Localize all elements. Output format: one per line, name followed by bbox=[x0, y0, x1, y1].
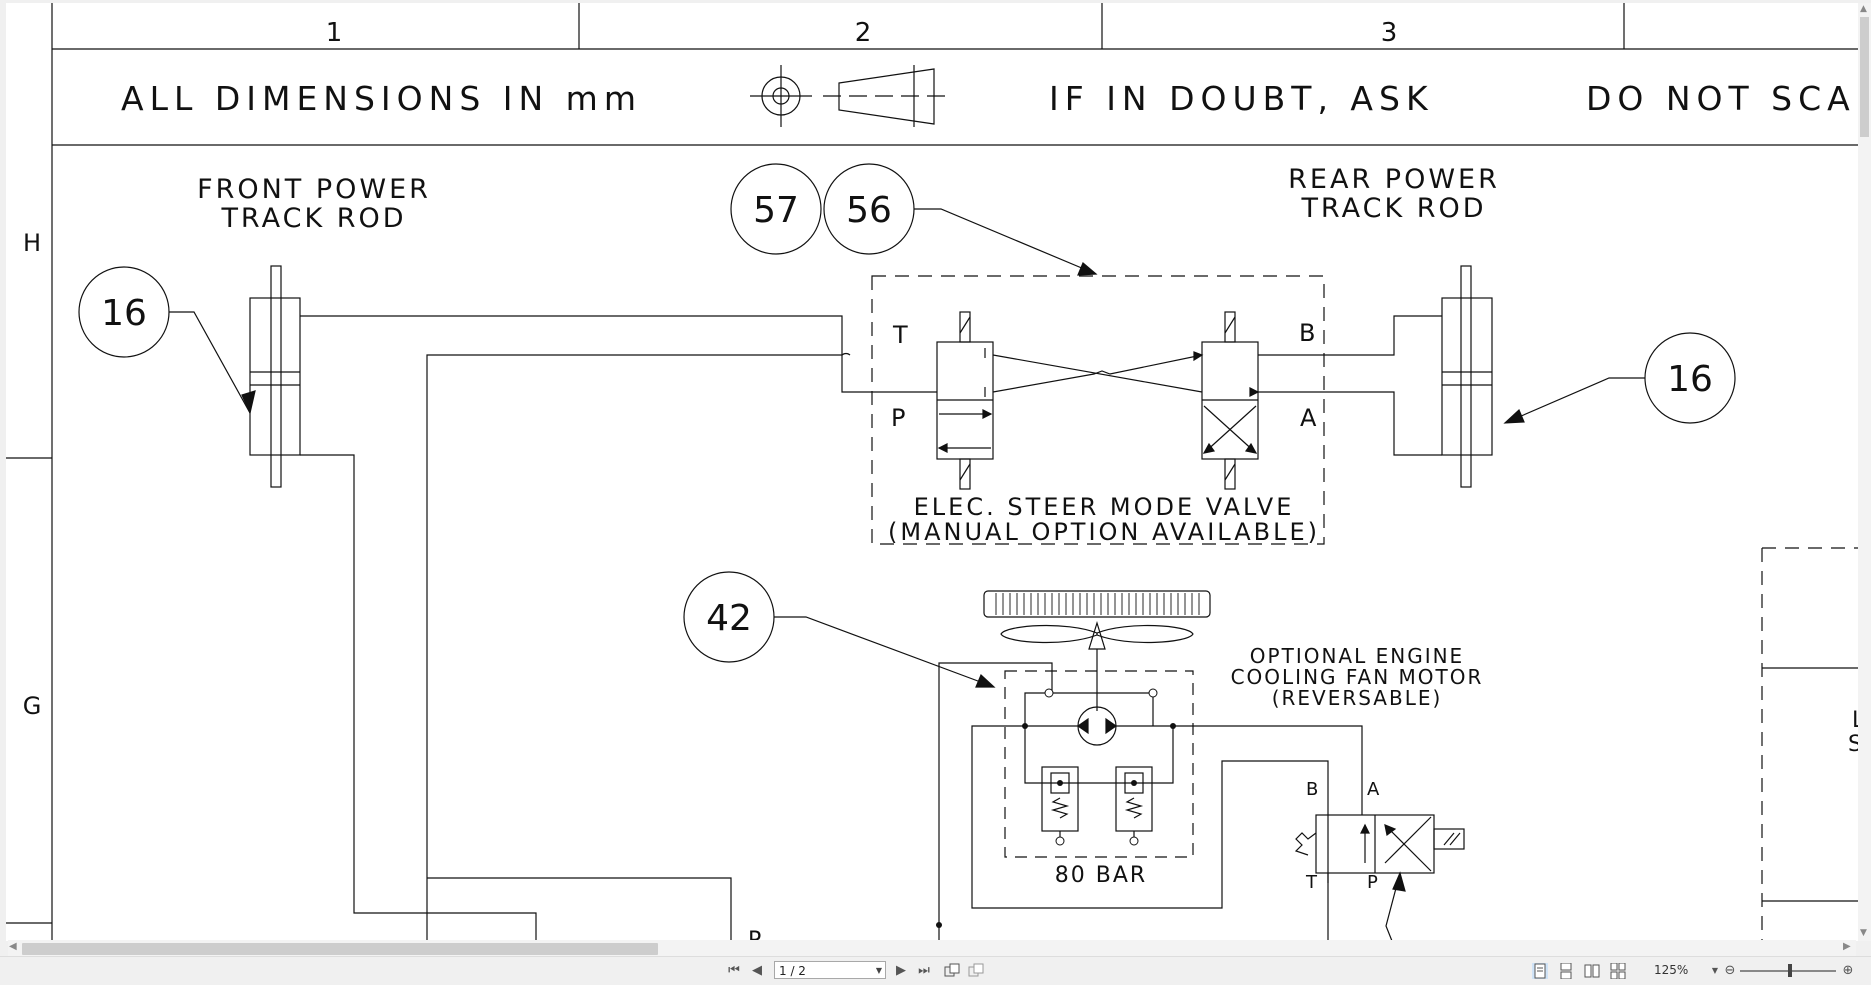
scroll-left-icon[interactable]: ◀ bbox=[9, 941, 17, 952]
prev-view-icon[interactable] bbox=[944, 963, 960, 979]
scroll-right-icon[interactable]: ▶ bbox=[1843, 941, 1851, 952]
bottom-toolbar: ⏮ ◀ 1 / 2 ▼ ▶ ⏭ bbox=[0, 956, 1871, 985]
balloon-56: 56 bbox=[846, 190, 892, 231]
page-number-input[interactable]: 1 / 2 ▼ bbox=[774, 961, 886, 979]
page-number-value: 1 / 2 bbox=[779, 964, 806, 978]
valve-label-2: (MANUAL OPTION AVAILABLE) bbox=[888, 518, 1320, 546]
zoom-slider-thumb[interactable] bbox=[1788, 964, 1792, 977]
zoom-out-icon[interactable]: ⊖ bbox=[1724, 963, 1736, 978]
zoom-in-icon[interactable]: ⊕ bbox=[1842, 963, 1854, 978]
port-a-label: A bbox=[1300, 404, 1317, 432]
row-g-label: G bbox=[23, 692, 42, 720]
rear-track-rod-label-2: TRACK ROD bbox=[1300, 193, 1486, 224]
continuous-icon[interactable] bbox=[1558, 963, 1574, 979]
vertical-scrollbar[interactable]: ▲ ▼ bbox=[1858, 3, 1871, 941]
single-page-icon[interactable] bbox=[1532, 963, 1548, 979]
partial-letter-s: S bbox=[1848, 732, 1858, 757]
zoom-dropdown-icon[interactable]: ▼ bbox=[1711, 966, 1719, 975]
next-page-icon[interactable]: ▶ bbox=[896, 963, 906, 978]
continuous-facing-icon[interactable] bbox=[1610, 963, 1626, 979]
dirvalve-b-label: B bbox=[1306, 779, 1318, 800]
balloon-16-right: 16 bbox=[1667, 359, 1713, 400]
zoom-level[interactable]: 125% bbox=[1654, 963, 1689, 977]
scroll-down-icon[interactable]: ▼ bbox=[1860, 928, 1867, 938]
partial-letter-r: P bbox=[748, 928, 761, 941]
rear-track-rod-label-1: REAR POWER bbox=[1288, 164, 1500, 195]
column-3-label: 3 bbox=[1381, 18, 1398, 48]
dirvalve-a-label: A bbox=[1367, 779, 1380, 800]
dirvalve-p-label: P bbox=[1367, 872, 1378, 893]
fan-label-3: (REVERSABLE) bbox=[1272, 686, 1443, 710]
port-p-label: P bbox=[891, 404, 905, 432]
balloon-57: 57 bbox=[753, 190, 799, 231]
first-page-icon[interactable]: ⏮ bbox=[728, 963, 740, 978]
facing-icon[interactable] bbox=[1584, 963, 1600, 979]
row-h-label: H bbox=[23, 229, 41, 257]
balloon-16-left: 16 bbox=[101, 293, 147, 334]
column-2-label: 2 bbox=[855, 18, 872, 48]
front-track-rod-label-2: TRACK ROD bbox=[220, 203, 406, 234]
balloon-42: 42 bbox=[706, 598, 752, 639]
document-canvas[interactable]: 1 2 3 H G ALL DIMENSIONS IN mm IF IN DOU… bbox=[6, 3, 1858, 941]
next-view-icon[interactable] bbox=[968, 963, 984, 979]
fan-label-2: COOLING FAN MOTOR bbox=[1231, 665, 1484, 689]
scale-note: DO NOT SCAL bbox=[1586, 79, 1858, 118]
horizontal-scrollbar[interactable]: ◀ ▶ bbox=[8, 940, 1856, 956]
valve-label-1: ELEC. STEER MODE VALVE bbox=[914, 493, 1295, 521]
prev-page-icon[interactable]: ◀ bbox=[752, 963, 762, 978]
dimensions-note: ALL DIMENSIONS IN mm bbox=[121, 79, 642, 118]
chevron-down-icon[interactable]: ▼ bbox=[875, 966, 882, 975]
last-page-icon[interactable]: ⏭ bbox=[918, 963, 930, 978]
port-t-label: T bbox=[892, 321, 908, 349]
fan-label-1: OPTIONAL ENGINE bbox=[1250, 644, 1464, 668]
partial-letter-l: L bbox=[1852, 708, 1858, 733]
pressure-label: 80 BAR bbox=[1055, 863, 1147, 888]
column-labels: 1 2 3 bbox=[326, 18, 1398, 48]
vertical-scroll-thumb[interactable] bbox=[1860, 17, 1869, 137]
column-1-label: 1 bbox=[326, 18, 343, 48]
port-b-label: B bbox=[1299, 319, 1315, 347]
hydraulic-schematic: 1 2 3 H G ALL DIMENSIONS IN mm IF IN DOU… bbox=[6, 3, 1858, 941]
dirvalve-t-label: T bbox=[1305, 872, 1318, 893]
front-track-rod-label-1: FRONT POWER bbox=[197, 174, 431, 205]
doubt-note: IF IN DOUBT, ASK bbox=[1049, 79, 1434, 118]
scroll-up-icon[interactable]: ▲ bbox=[1860, 4, 1867, 14]
horizontal-scroll-thumb[interactable] bbox=[22, 943, 658, 955]
